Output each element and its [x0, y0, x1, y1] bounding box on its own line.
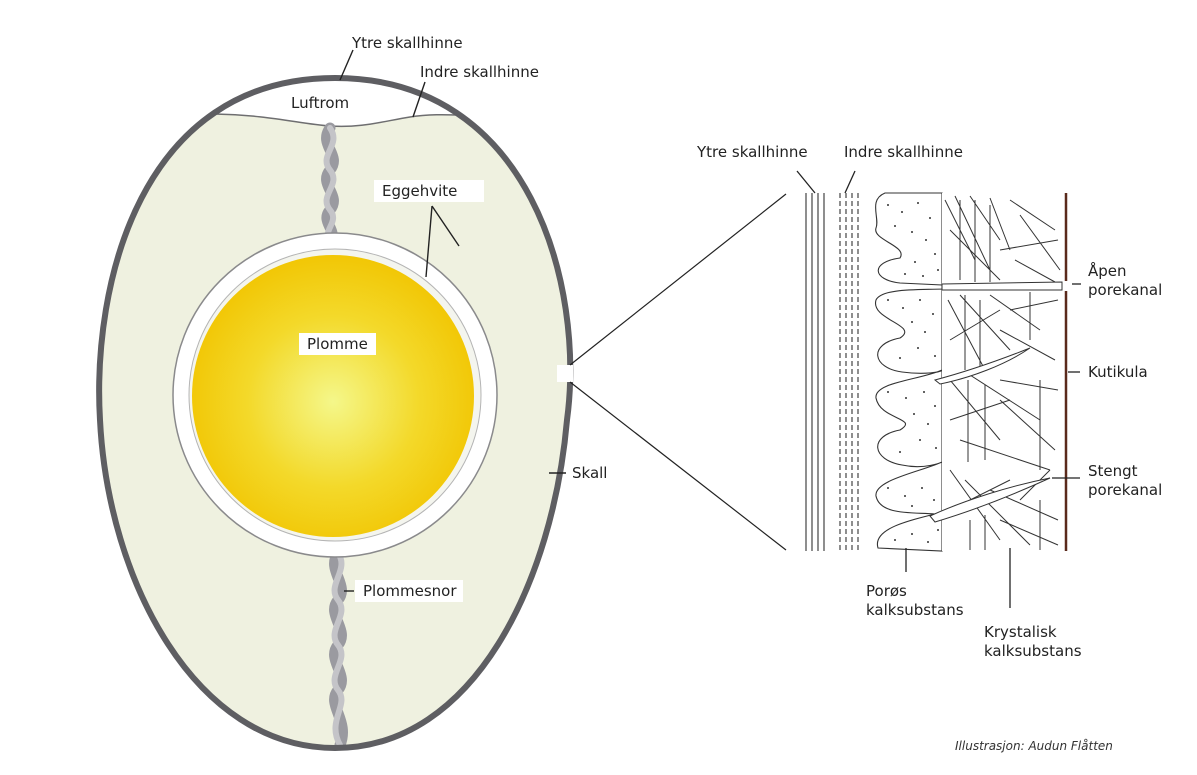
illustration-credit: Illustrasjon: Audun Flåtten: [955, 739, 1113, 753]
label-open-pore-canal: Åpen porekanal: [1088, 262, 1162, 300]
label-egg-inner-membrane: Indre skallhinne: [420, 63, 539, 81]
chalaza-lower: [329, 547, 348, 751]
outer-membrane-layer: [805, 193, 825, 551]
label-yolk: Plomme: [299, 333, 376, 355]
air-cell-membrane: [214, 113, 501, 128]
label-closed-pore-line2: porekanal: [1088, 481, 1163, 499]
label-detail-outer-membrane: Ytre skallhinne: [697, 143, 808, 161]
leader-albumen-2: [431, 205, 460, 247]
label-porous-line2: kalksubstans: [866, 601, 964, 619]
label-air-cell: Luftrom: [291, 94, 350, 112]
label-egg-outer-membrane: Ytre skallhinne: [352, 34, 463, 52]
label-open-pore-line2: porekanal: [1088, 281, 1163, 299]
zoom-line-bottom: [569, 381, 787, 551]
porous-dots: [887, 202, 939, 543]
closed-pore-canal-2: [929, 477, 1051, 523]
porous-calcium-layer: [875, 192, 943, 552]
yolk: [192, 255, 474, 537]
chalaza-upper: [321, 122, 339, 246]
label-albumen: Eggehvite: [374, 180, 484, 202]
label-crystal-line2: kalksubstans: [984, 642, 1082, 660]
label-cuticle: Kutikula: [1088, 363, 1148, 381]
zoom-line-top: [569, 193, 787, 366]
label-detail-inner-membrane: Indre skallhinne: [844, 143, 963, 161]
label-shell: Skall: [572, 464, 608, 482]
egg: [96, 49, 574, 752]
label-crystal-line1: Krystalisk: [984, 623, 1057, 641]
closed-pore-canal-1: [933, 347, 1031, 385]
shell-cut: [557, 365, 573, 382]
inner-membrane-layer: [839, 193, 859, 551]
open-pore-canal: [941, 281, 1063, 291]
label-chalaza: Plommesnor: [355, 580, 463, 602]
leader-albumen-1: [425, 205, 433, 278]
label-closed-pore-canal: Stengt porekanal: [1088, 462, 1162, 500]
egg-shell: [96, 74, 574, 752]
label-porous-line1: Porøs: [866, 582, 907, 600]
leader-inner-membrane: [412, 81, 426, 118]
leader-outer-membrane: [339, 49, 354, 81]
shell-cross-section: [796, 170, 1081, 608]
label-closed-pore-line1: Stengt: [1088, 462, 1138, 480]
label-open-pore-line1: Åpen: [1088, 262, 1127, 280]
label-crystalline-calcium: Krystalisk kalksubstans: [984, 623, 1082, 661]
label-porous-calcium: Porøs kalksubstans: [866, 582, 964, 620]
crystal-hatching: [944, 195, 1061, 550]
